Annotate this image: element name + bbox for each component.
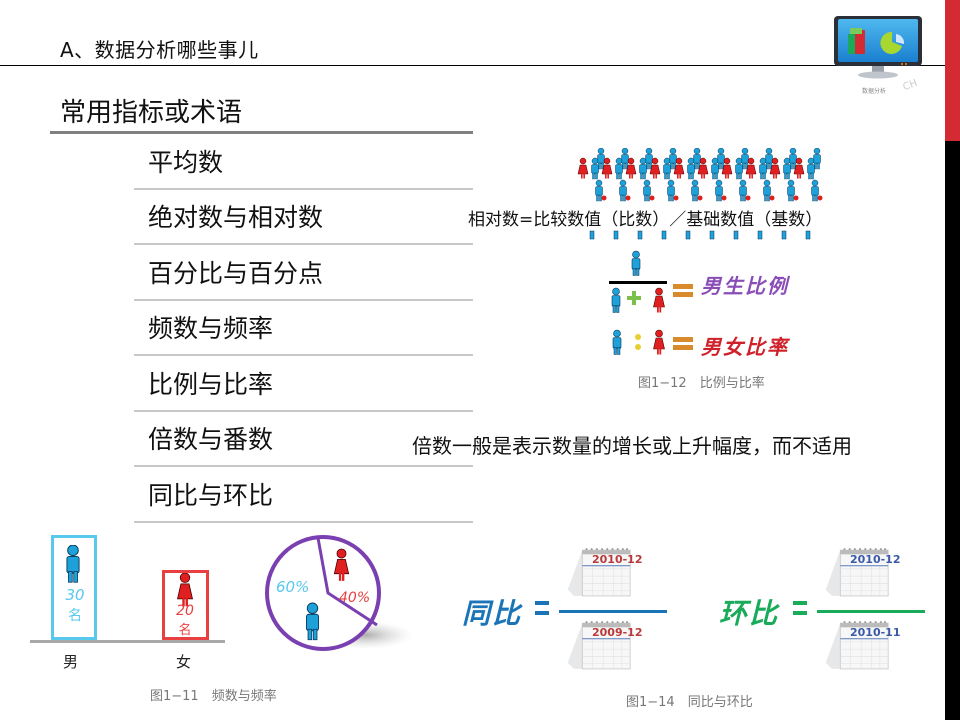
- mom-numerator-date: 2010-12: [850, 553, 901, 566]
- mom-label: 环比: [719, 597, 780, 630]
- people-grid-illustration: [577, 148, 823, 240]
- yoy-equals-top: [535, 601, 549, 605]
- title-divider: [0, 65, 945, 66]
- yoy-denominator-date: 2009-12: [592, 626, 643, 639]
- male-person-icon: [66, 545, 80, 583]
- female-percentage: 40%: [339, 590, 371, 606]
- term-item: 比例与比率: [134, 356, 473, 412]
- male-bar: [51, 535, 97, 640]
- term-item: 百分比与百分点: [134, 245, 473, 301]
- term-item: 频数与频率: [134, 301, 473, 356]
- term-item: 倍数与番数: [134, 412, 473, 467]
- yoy-label: 同比: [462, 597, 523, 630]
- female-axis-label: 女: [176, 653, 192, 671]
- female-count: 20: [176, 603, 194, 619]
- slide-title: A、数据分析哪些事儿: [60, 38, 259, 62]
- section-divider: [50, 131, 473, 134]
- ratio-illustration: [609, 250, 693, 355]
- male-axis-label: 男: [63, 653, 79, 671]
- mom-denominator-date: 2010-11: [850, 626, 901, 639]
- term-list: 平均数 绝对数与相对数 百分比与百分点 频数与频率 比例与比率 倍数与番数 同比…: [134, 134, 473, 523]
- yoy-fraction-bar: [559, 610, 667, 613]
- figure-1-12-caption: 图1−12 比例与比率: [638, 376, 765, 391]
- male-count: 30: [65, 586, 85, 604]
- male-unit: 名: [68, 608, 82, 624]
- multiple-note: 倍数一般是表示数量的增长或上升幅度，而不适用: [412, 434, 852, 458]
- term-item: 绝对数与相对数: [134, 190, 473, 245]
- male-percentage: 60%: [276, 578, 310, 596]
- term-item: 同比与环比: [134, 467, 473, 523]
- accent-bar-black: [945, 141, 960, 720]
- female-bar: [162, 570, 209, 640]
- figure-1-11-caption: 图1−11 频数与频率: [150, 689, 277, 704]
- logo-watermark: CH: [901, 77, 919, 94]
- frequency-pie-chart: [265, 535, 413, 651]
- mom-equals-bottom: [793, 611, 807, 615]
- term-item: 平均数: [134, 134, 473, 190]
- boy-ratio-label: 男生比例: [701, 274, 789, 298]
- mom-fraction-bar: [817, 610, 925, 613]
- figure-1-14-caption: 图1−14 同比与环比: [626, 695, 753, 710]
- bar-baseline: [30, 640, 225, 643]
- logo-caption: 数据分析: [862, 88, 887, 95]
- yoy-numerator-date: 2010-12: [592, 553, 643, 566]
- monitor-logo-icon: [834, 16, 922, 79]
- section-heading: 常用指标或术语: [60, 98, 243, 128]
- accent-bar-red: [945, 0, 960, 141]
- female-unit: 名: [178, 623, 192, 638]
- relative-number-formula: 相对数=比较数值（比数）／基础数值（基数）: [468, 210, 823, 230]
- female-person-icon: [176, 573, 194, 607]
- mom-equals-top: [793, 601, 807, 605]
- gender-ratio-label: 男女比率: [701, 335, 789, 359]
- yoy-equals-bottom: [535, 611, 549, 615]
